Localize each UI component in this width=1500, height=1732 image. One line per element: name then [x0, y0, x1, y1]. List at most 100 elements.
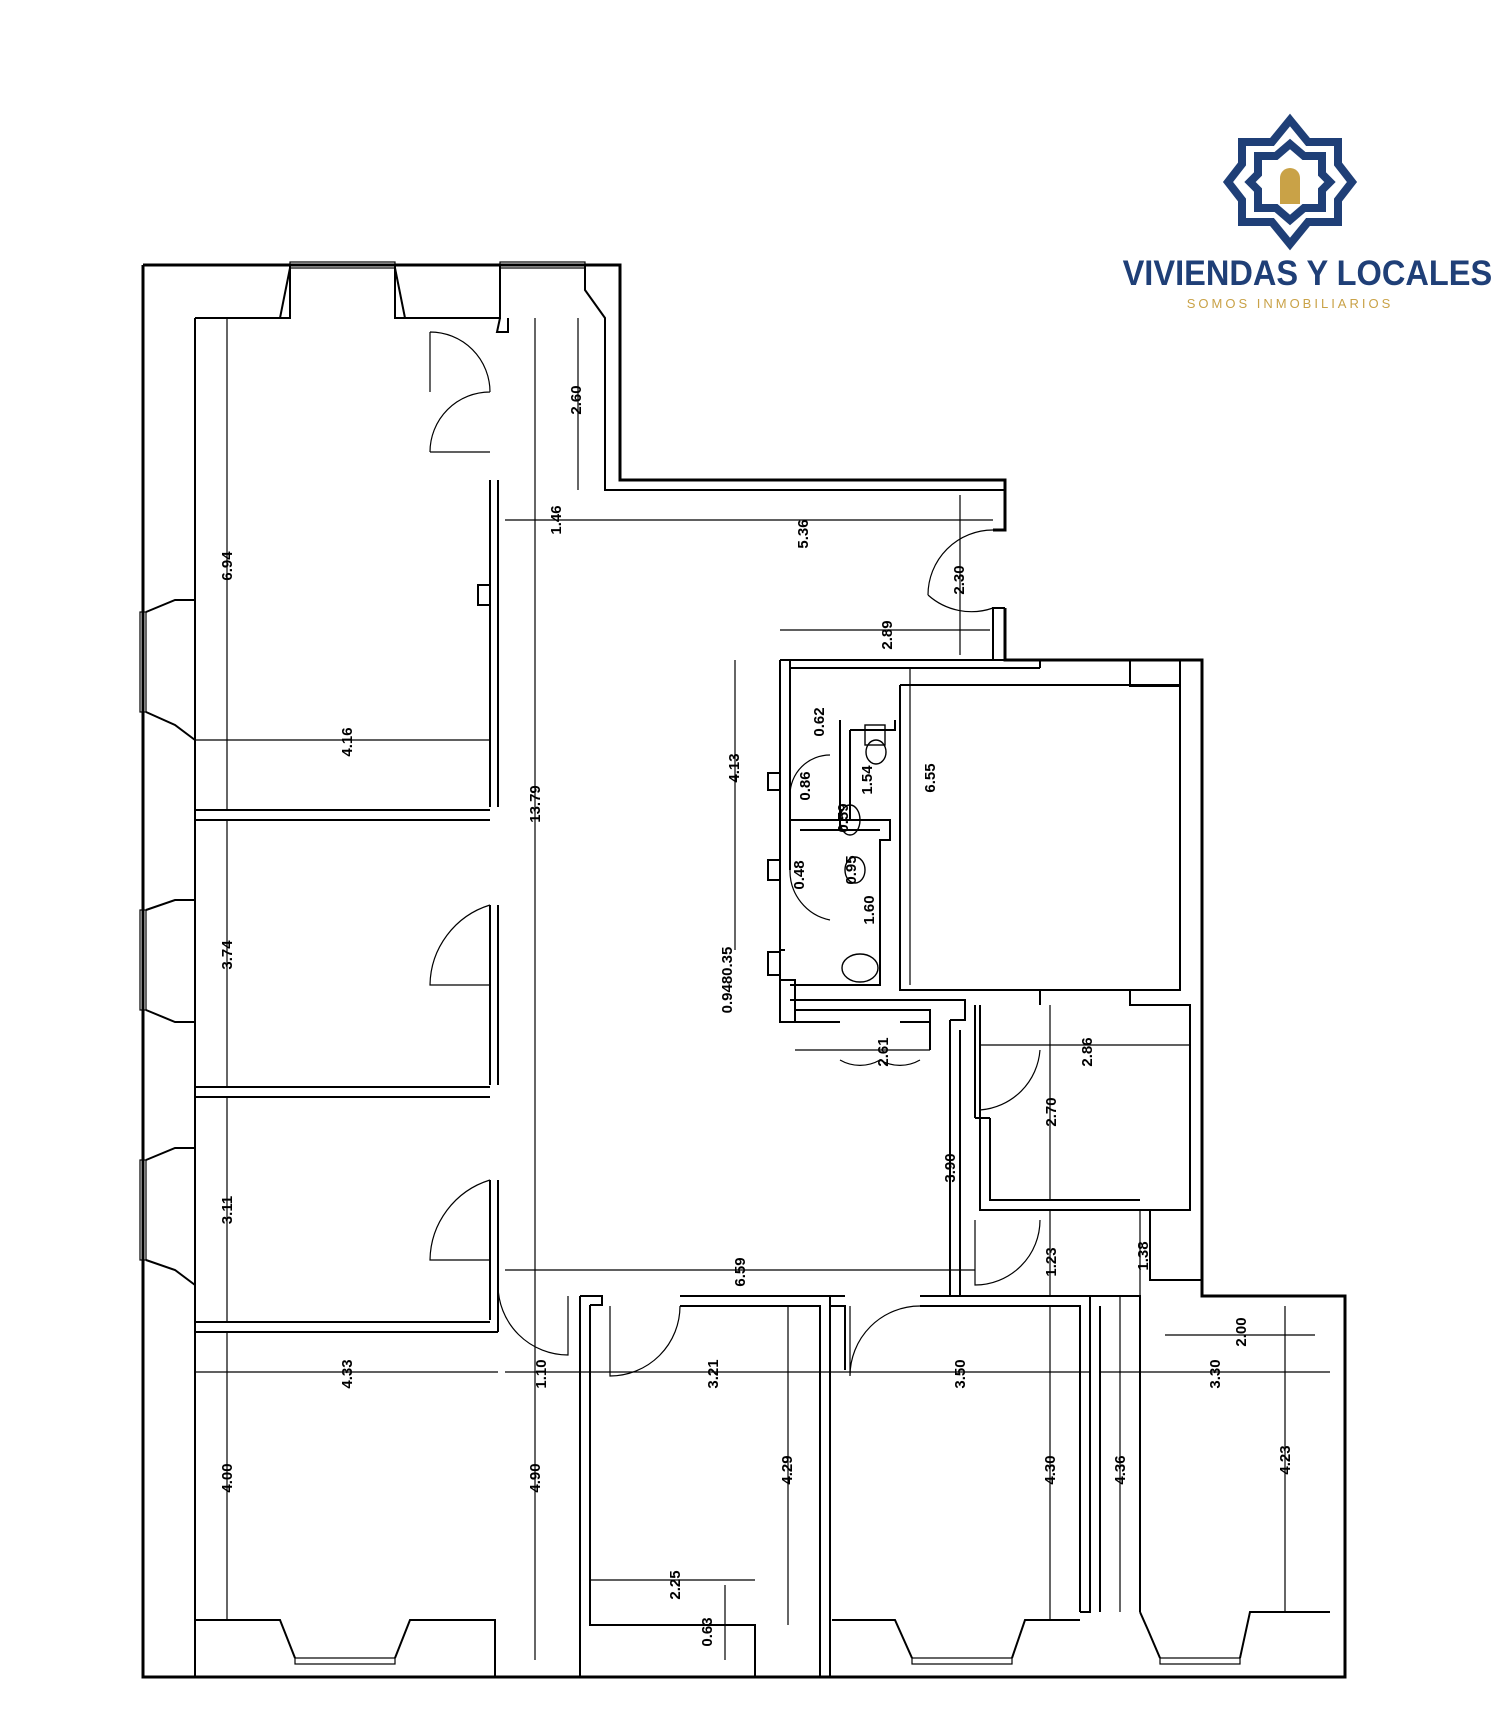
dim-label-4-33: 4.33: [339, 1359, 356, 1388]
door-living: [497, 1284, 569, 1356]
dim-label-6-94: 6.94: [219, 551, 236, 581]
dim-label-3-21: 3.21: [705, 1359, 722, 1388]
dimension-labels: 2.60 1.46 5.36 2.30 6.94 4.16 13.79 2.89…: [219, 385, 1294, 1646]
dim-label-5-36: 5.36: [795, 519, 812, 548]
door-corridor-east: [927, 529, 994, 613]
wall-south-room3-top: [830, 1305, 846, 1370]
dim-label-1-54: 1.54: [859, 765, 876, 795]
dim-label-1-46: 1.46: [548, 505, 565, 534]
dim-label-1-10: 1.10: [533, 1359, 550, 1388]
inner-wall-north-notch: [495, 317, 509, 333]
south-windows: [195, 1611, 1330, 1677]
outer-wall-east-upper: [141, 265, 1347, 1679]
window-south-3-jamb: [1139, 1611, 1161, 1659]
door-corridor-south: [974, 1219, 1041, 1286]
dim-label-13-79: 13.79: [527, 785, 544, 823]
east-block-right: [1129, 686, 1202, 1281]
wall-south-room3-top-d: [920, 1305, 1081, 1612]
door-bedroom-3: [429, 1179, 491, 1261]
star-octagon-house-icon: [1222, 113, 1358, 251]
dim-label-3-90: 3.90: [942, 1153, 959, 1182]
dim-label-4-23: 4.23: [1277, 1445, 1294, 1474]
dim-label-2-60: 2.60: [568, 385, 585, 414]
brand-tagline: SOMOS INMOBILIARIOS: [1186, 296, 1394, 311]
dim-label-0-59a: 0.59: [835, 803, 852, 832]
window-west-3-jamb-b: [145, 1259, 196, 1286]
wall-bath-block-f: [790, 999, 966, 1021]
dimension-lines: [195, 318, 1330, 1660]
window-north-2: [499, 261, 586, 269]
dim-label-4-00: 4.00: [219, 1463, 236, 1492]
window-north-1-jamb: [195, 267, 291, 319]
dim-label-0-86: 0.86: [797, 771, 814, 800]
window-west-2-jamb-b: [145, 1009, 195, 1023]
toilet-1: [839, 804, 861, 836]
wall-south-room2-top: [580, 1295, 603, 1306]
outer-perimeter-wall: [143, 263, 1007, 532]
sink-2: [865, 739, 887, 765]
dim-label-4-90: 4.90: [527, 1463, 544, 1492]
wall-south-room2-top-c: [680, 1305, 821, 1677]
dim-label-2-86: 2.86: [1079, 1037, 1096, 1066]
west-windows: [139, 599, 196, 1286]
dim-label-3-30: 3.30: [1207, 1359, 1224, 1388]
inner-wall-north-window: [394, 265, 501, 319]
dim-label-3-50: 3.50: [952, 1359, 969, 1388]
wall-bath-stub: [767, 951, 780, 976]
dim-label-2-61: 2.61: [875, 1037, 892, 1066]
door-bath-2: [789, 869, 831, 921]
dim-label-1-23: 1.23: [1043, 1247, 1060, 1276]
exterior-walls: [141, 263, 1347, 1679]
dim-label-6-59: 6.59: [732, 1257, 749, 1286]
door-double-north: [429, 331, 491, 453]
doors: [429, 331, 1041, 1377]
inner-wall-north-corridor: [584, 265, 1005, 491]
dim-label-2-30: 2.30: [951, 565, 968, 594]
wall-bath-block-g: [795, 1009, 931, 1050]
east-block-top: [1129, 660, 1181, 687]
window-south-3-jamb-b: [1239, 1611, 1330, 1659]
window-south-3: [1159, 1657, 1241, 1665]
inner-wall-face-north: [195, 265, 291, 319]
wall-bath-block: [779, 660, 840, 1023]
toilet-2: [844, 856, 866, 884]
window-west-2-jamb: [145, 899, 195, 911]
window-north-2-jamb: [394, 267, 406, 319]
window-south-1: [294, 1657, 396, 1665]
bath-fixtures: [839, 724, 887, 983]
dim-label-1-38: 1.38: [1135, 1241, 1152, 1270]
brand-logo: VIVIENDAS Y LOCALES SOMOS INMOBILIARIOS: [1110, 112, 1492, 352]
window-north-1: [289, 261, 396, 269]
door-bedroom-2: [429, 904, 491, 986]
wall-room-mid-east: [979, 1005, 1150, 1211]
shower-box: [864, 724, 886, 746]
window-west-1-jamb-b: [145, 711, 196, 741]
door-south-room-2: [609, 1305, 681, 1377]
wall-south-room3-top-c: [920, 1295, 1091, 1613]
dim-label-2-00: 2.00: [1233, 1317, 1250, 1346]
dim-label-2-25: 2.25: [667, 1570, 684, 1599]
door-south-room-3: [849, 1305, 921, 1377]
dim-label-4-16: 4.16: [339, 727, 356, 756]
window-west-3: [139, 1159, 147, 1261]
wall-bath-block-e: [899, 684, 1181, 991]
wall-bath-inner-f: [779, 980, 795, 1023]
dim-label-3-74: 3.74: [219, 940, 236, 970]
dim-label-1-60: 1.60: [861, 895, 878, 924]
dim-label-6-55: 6.55: [922, 763, 939, 792]
window-west-1-jamb: [145, 599, 195, 613]
door-bath-1: [789, 754, 831, 796]
dim-label-3-11: 3.11: [219, 1196, 236, 1224]
wall-bath-inner: [790, 819, 891, 986]
window-south-2-jamb: [832, 1619, 913, 1659]
window-south-2: [911, 1657, 1013, 1665]
north-windows: [195, 261, 586, 319]
door-mid-east: [979, 1049, 1041, 1111]
dim-label-2-89: 2.89: [879, 620, 896, 649]
dim-label-0-48: 0.48: [791, 860, 808, 889]
dim-label-0-62: 0.62: [811, 707, 828, 736]
east-block-wall: [992, 607, 1041, 668]
dim-label-4-29: 4.29: [779, 1455, 796, 1484]
window-west-2: [139, 909, 147, 1011]
